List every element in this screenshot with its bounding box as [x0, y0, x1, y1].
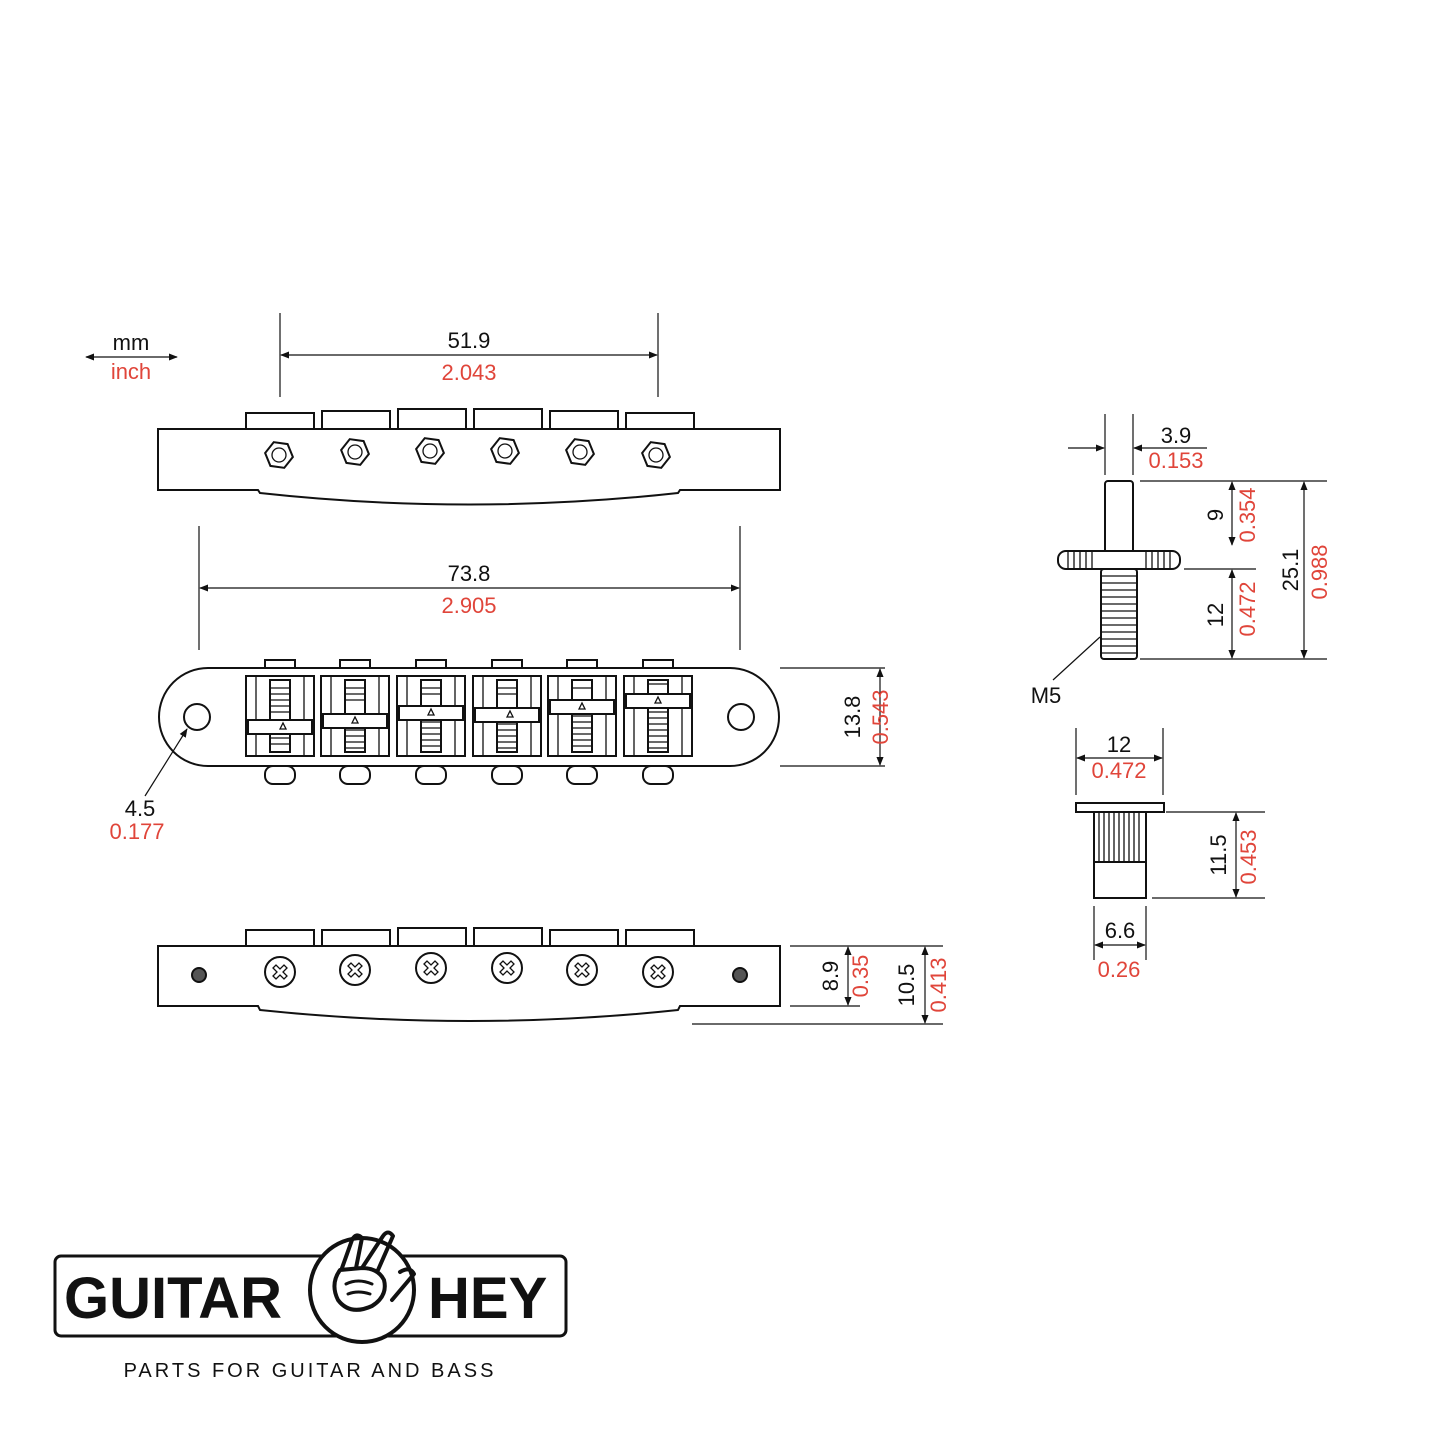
dim-hole-leader [144, 728, 188, 797]
hex-nut-icon [489, 437, 521, 465]
dim-stud-dia-mm: 3.9 [1161, 423, 1192, 448]
bushing-body [1093, 861, 1147, 899]
side-hole-right [732, 967, 748, 983]
stud-view: 3.9 0.153 9 0.354 12 0.472 25.1 0.988 M5 [1031, 414, 1332, 708]
dim-stud-top-mm: 9 [1203, 509, 1228, 521]
phillips-screw-icon [415, 952, 447, 984]
hex-nut-icon [564, 438, 596, 466]
dim-stud-top-inch: 0.354 [1235, 487, 1260, 542]
dim-side-h2-inch: 0.413 [926, 957, 951, 1012]
dim-bushing-height-mm: 11.5 [1206, 834, 1231, 875]
bridge-top-view: 51.9 2.043 [157, 313, 781, 506]
dim-stud-thread-inch: 0.472 [1235, 581, 1260, 636]
brand-logo: GUITAR HEY PARTS FOR GUITAR AND BASS [53, 1230, 568, 1382]
dim-bushing-body-mm: 6.6 [1105, 918, 1136, 943]
dim-stud-thread-leader [1052, 636, 1101, 681]
hex-nut-icon [414, 437, 446, 465]
saddle-slots [245, 675, 693, 757]
dim-side-h2-mm: 10.5 [894, 964, 919, 1007]
saddle-screws [264, 952, 674, 988]
mount-hole-left [183, 703, 211, 731]
dim-height-mm: 13.8 [840, 696, 865, 739]
dim-hole-mm: 4.5 [125, 796, 156, 821]
bridge-side-view: 8.9 0.35 10.5 0.413 [157, 927, 951, 1025]
legend-mm-label: mm [113, 330, 150, 355]
legend-inch-label: inch [111, 359, 151, 384]
phillips-screw-icon [264, 956, 296, 988]
phillips-screw-icon [566, 954, 598, 986]
top-saddle-tops [245, 408, 695, 430]
dim-hole-inch: 0.177 [109, 819, 164, 844]
side-saddle-tops [245, 927, 695, 947]
dim-length-inch: 2.905 [441, 593, 496, 618]
dim-stud-total-inch: 0.988 [1307, 544, 1332, 599]
saddle-bumps [264, 659, 674, 785]
dim-stud-thread-mm: 12 [1203, 603, 1228, 627]
bridge-side-body [157, 945, 781, 1022]
dim-height-inch: 0.543 [868, 689, 893, 744]
phillips-screw-icon [491, 952, 523, 984]
logo-word-left: GUITAR [64, 1266, 282, 1331]
dim-stud-total-mm: 25.1 [1278, 549, 1303, 592]
dim-bushing-flange-inch: 0.472 [1091, 758, 1146, 783]
logo-word-right: HEY [428, 1266, 547, 1331]
mount-hole-right [727, 703, 755, 731]
logo-hand-icon [308, 1230, 416, 1344]
bushing-view: 12 0.472 11.5 0.453 6.6 0.26 [1075, 728, 1265, 982]
hex-nut-icon [640, 441, 672, 469]
dim-bushing-flange-mm: 12 [1107, 732, 1131, 757]
dim-side-h1-mm: 8.9 [818, 961, 843, 992]
dim-side-h1-inch: 0.35 [848, 955, 873, 998]
logo-tagline: PARTS FOR GUITAR AND BASS [124, 1360, 497, 1382]
hex-nut-icon [263, 441, 295, 469]
phillips-screw-icon [339, 954, 371, 986]
bushing-flange [1075, 802, 1165, 813]
phillips-screw-icon [642, 956, 674, 988]
stud-post [1104, 480, 1134, 556]
stud-thread-label: M5 [1031, 683, 1062, 708]
hex-nut-icon [339, 438, 371, 466]
stud-thread [1100, 568, 1138, 660]
dim-bushing-height-inch: 0.453 [1236, 829, 1261, 884]
bridge-top-body [157, 428, 781, 506]
dim-length-mm: 73.8 [448, 561, 491, 586]
side-hole-left [191, 967, 207, 983]
units-legend: mm inch [85, 330, 178, 384]
bridge-plan-view: 73.8 2.905 13.8 0.543 4.5 0.177 [109, 526, 893, 844]
dim-bushing-body-inch: 0.26 [1098, 957, 1141, 982]
intonation-nuts [263, 437, 672, 469]
dim-saddle-span-mm: 51.9 [448, 328, 491, 353]
bushing-knurl [1093, 811, 1147, 863]
dim-stud-dia-inch: 0.153 [1148, 448, 1203, 473]
dim-saddle-span-inch: 2.043 [441, 360, 496, 385]
stud-thumbwheel [1057, 550, 1181, 570]
